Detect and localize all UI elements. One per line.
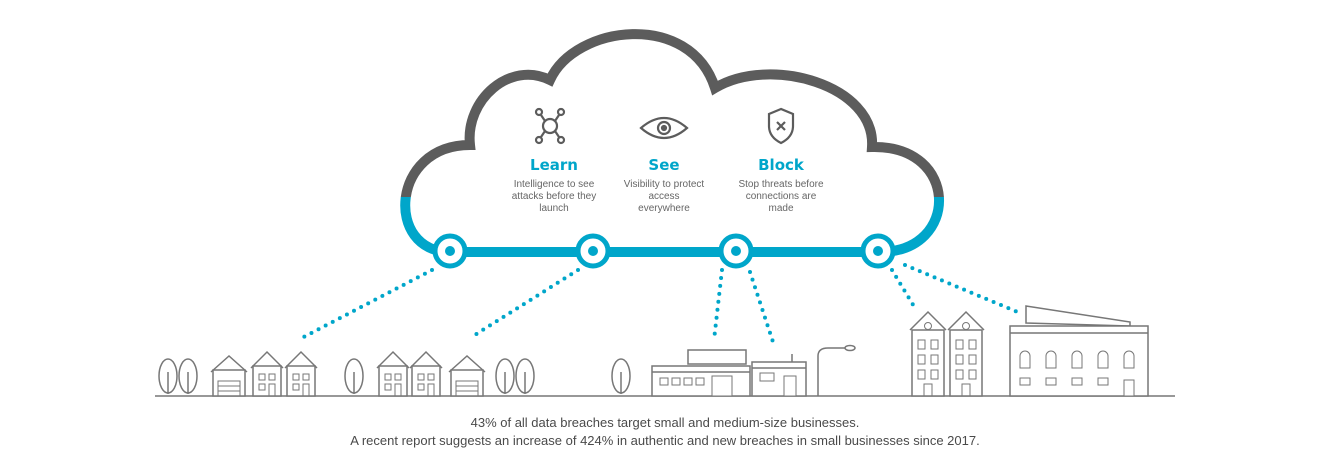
dotted-line — [296, 268, 434, 342]
dotted-line — [890, 268, 917, 310]
house — [284, 351, 318, 397]
house — [376, 351, 410, 397]
eye-icon — [639, 116, 689, 140]
tree — [611, 358, 631, 395]
commercial-area — [611, 344, 856, 397]
tree — [515, 358, 535, 395]
connection-node — [860, 233, 896, 269]
townhouse — [947, 311, 985, 397]
connection-node — [575, 233, 611, 269]
dotted-line — [712, 268, 724, 342]
left-neighborhood — [158, 351, 318, 397]
dotted-line — [903, 263, 1022, 315]
cloud-outline-grey — [400, 29, 944, 197]
feature-description: Stop threats before connections are made — [738, 179, 824, 214]
dotted-connections — [296, 263, 1022, 347]
network-nodes-icon — [534, 107, 566, 145]
dotted-line — [748, 270, 776, 347]
tree — [158, 358, 178, 395]
garage — [210, 355, 248, 397]
right-buildings — [909, 305, 1149, 397]
dotted-line — [468, 268, 580, 340]
feature-description: Visibility to protect access everywhere — [623, 179, 705, 214]
caption-line-2: A recent report suggests an increase of … — [350, 433, 980, 448]
street-lamp — [817, 347, 846, 396]
tree — [178, 358, 198, 395]
caption-line-1: 43% of all data breaches target small an… — [470, 415, 860, 430]
feature-learn: Learn Intelligence to see attacks before… — [479, 156, 629, 215]
connection-node — [432, 233, 468, 269]
cloud-outline-blue — [400, 197, 944, 257]
feature-see: See Visibility to protect access everywh… — [589, 156, 739, 215]
feature-title: See — [648, 156, 680, 174]
connection-nodes — [432, 233, 896, 269]
shield-x-icon — [767, 107, 795, 145]
middle-neighborhood — [344, 351, 535, 397]
feature-description: Intelligence to see attacks before they … — [511, 179, 597, 214]
tree — [495, 358, 515, 395]
feature-title: Block — [758, 156, 804, 174]
connection-node — [718, 233, 754, 269]
tree — [344, 358, 364, 395]
feature-block: Block Stop threats before connections ar… — [706, 156, 856, 215]
house — [250, 351, 284, 397]
townhouse — [909, 311, 947, 397]
feature-title: Learn — [530, 156, 578, 174]
garage — [448, 355, 486, 397]
civic-building — [1009, 305, 1149, 397]
house — [409, 351, 443, 397]
